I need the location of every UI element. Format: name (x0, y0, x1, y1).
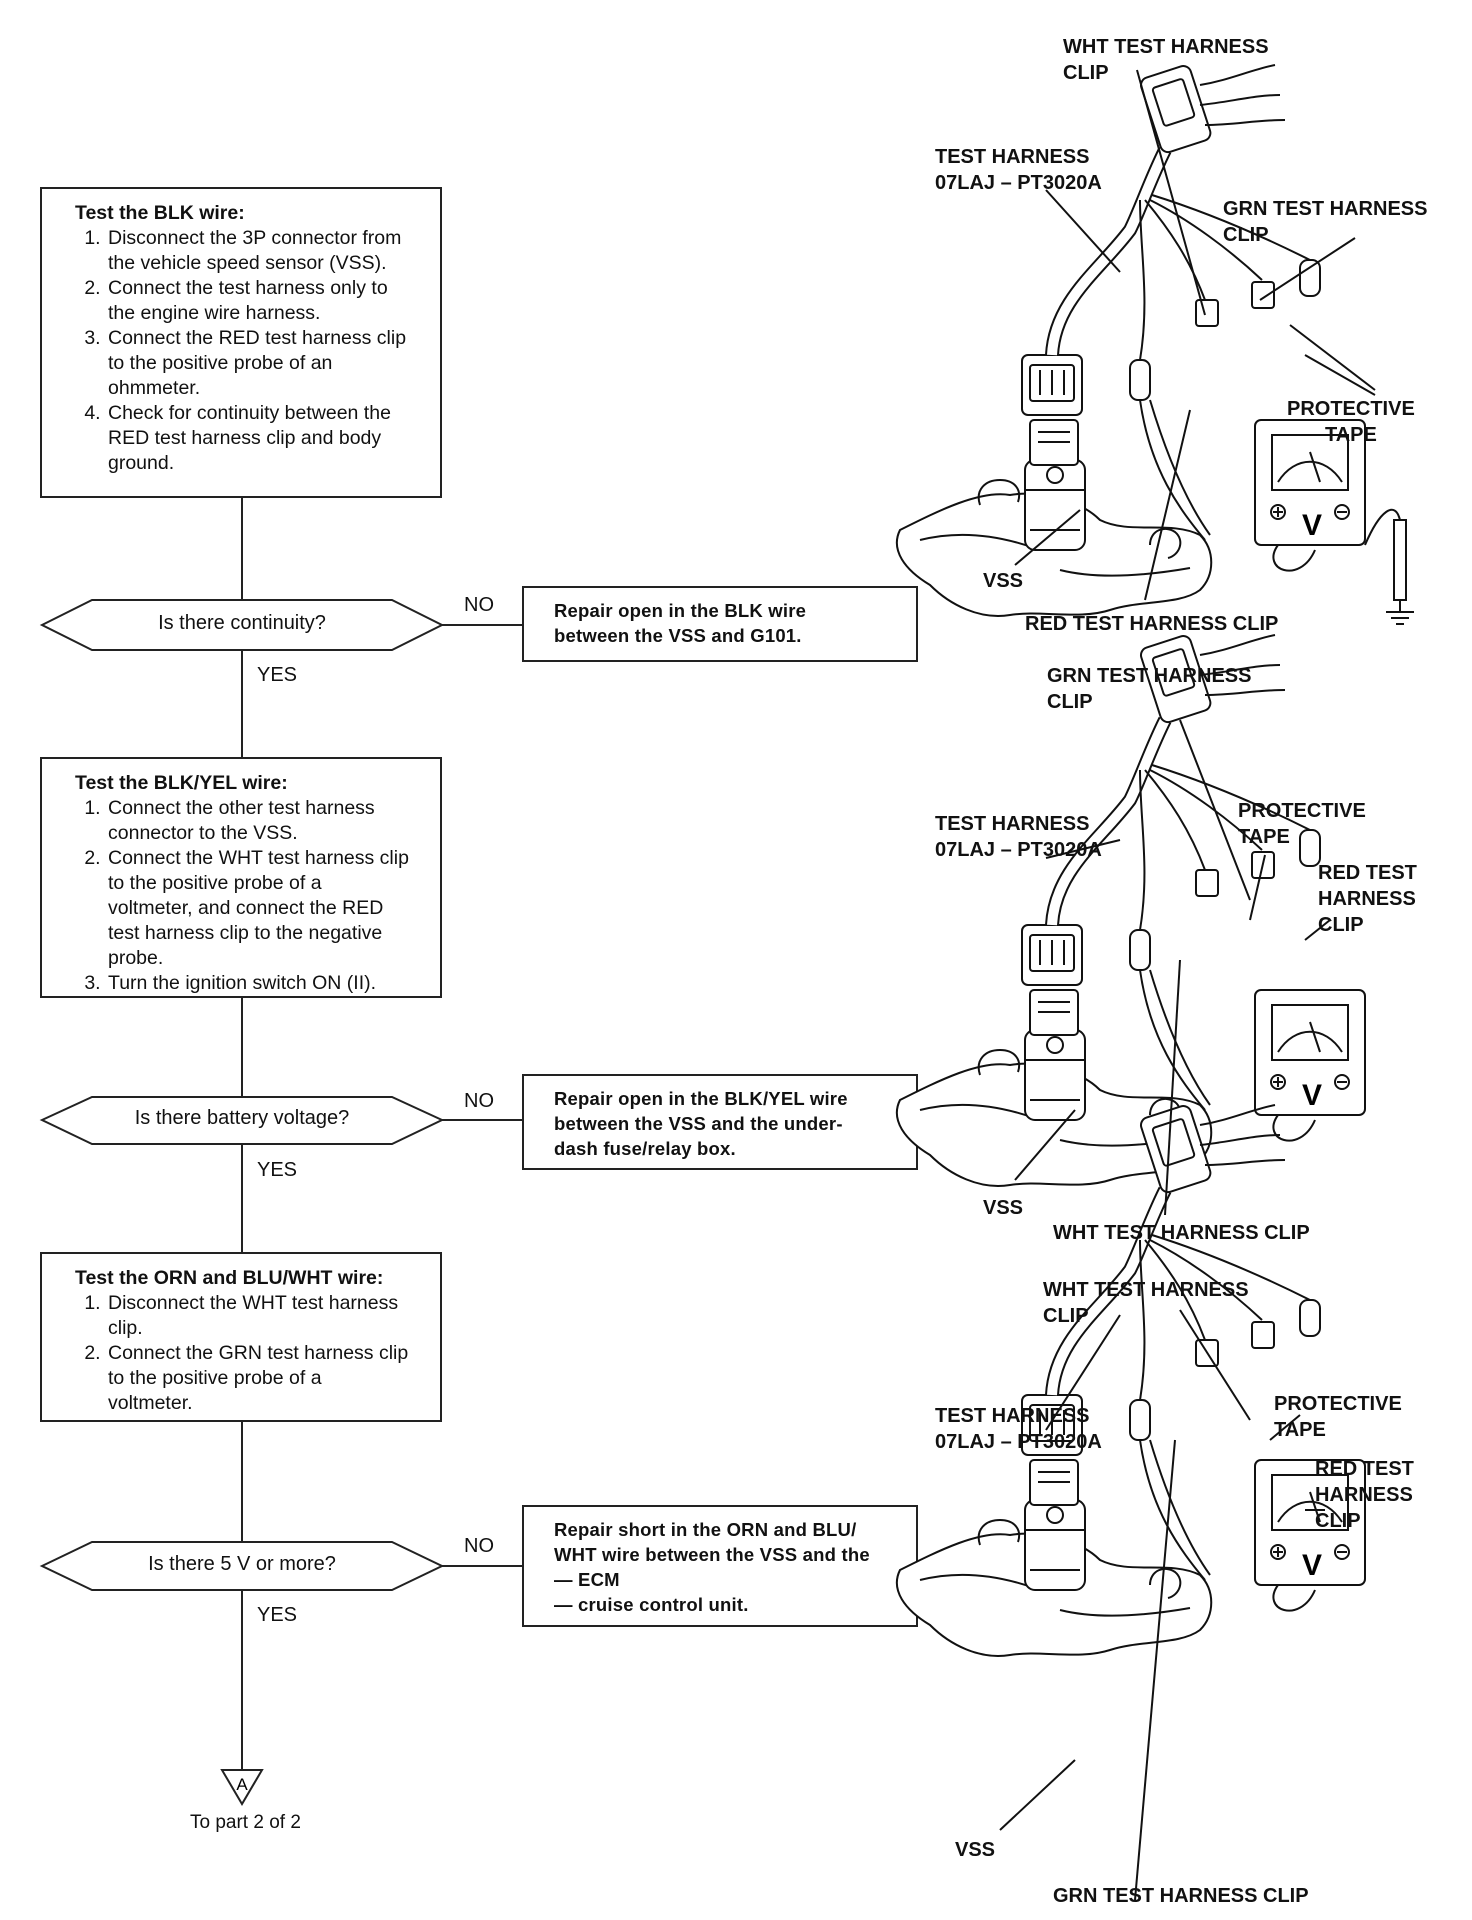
step-item: Check for continuity between the RED tes… (106, 401, 410, 476)
step-item: Connect the WHT test harness clip to the… (106, 846, 410, 971)
label-right-a: GRN TEST HARNESS CLIP (1223, 196, 1427, 248)
label-right-a: PROTECTIVE TAPE (1274, 1391, 1402, 1443)
figure-3-illustration (897, 1104, 1365, 1656)
result-line: dash fuse/relay box. (554, 1138, 736, 1159)
question-continuity: Is there continuity? (158, 612, 326, 634)
label-line: TEST HARNESS (935, 1405, 1090, 1427)
step-item: Connect the test harness only to the eng… (106, 276, 410, 326)
meter-symbol: V (1302, 1549, 1322, 1582)
result-box-repair-blk-yel: Repair open in the BLK/YEL wire between … (522, 1074, 918, 1170)
label-line: CLIP (1318, 914, 1364, 936)
step-box-blk-yel-wire: Test the BLK/YEL wire: Connect the other… (40, 757, 442, 998)
step-item: Turn the ignition switch ON (II). (106, 971, 410, 996)
label-line: HARNESS (1318, 888, 1416, 910)
label-line: PROTECTIVE (1287, 398, 1415, 420)
label-sensor: VSS (983, 570, 1024, 592)
step-item: Disconnect the WHT test harness clip. (106, 1291, 410, 1341)
ground-symbol-icon (1386, 600, 1414, 625)
yes-label: YES (257, 664, 298, 686)
step-item: Connect the GRN test harness clip to the… (106, 1341, 410, 1416)
label-line: 07LAJ – PT3020A (935, 839, 1102, 861)
step-box-orn-blu-wht-wire: Test the ORN and BLU/WHT wire: Disconnec… (40, 1252, 442, 1422)
label-right-b: RED TEST HARNESS CLIP (1318, 860, 1417, 938)
no-label: NO (464, 594, 494, 616)
label-line: TEST HARNESS (935, 146, 1090, 168)
figure-1-leaders (1014, 69, 1376, 601)
label-bottom-clip: RED TEST HARNESS CLIP (1025, 613, 1279, 635)
label-line: TAPE (1324, 424, 1377, 446)
label-line: RED TEST (1318, 862, 1417, 884)
no-label: NO (464, 1090, 494, 1112)
step-list: Disconnect the 3P connector from the veh… (76, 226, 410, 476)
step-item: Disconnect the 3P connector from the veh… (106, 226, 410, 276)
label-test-harness: TEST HARNESS 07LAJ – PT3020A (935, 144, 1102, 196)
label-line: CLIP (1047, 691, 1093, 713)
label-line: 07LAJ – PT3020A (935, 1431, 1102, 1453)
label-line: WHT TEST HARNESS (1043, 1279, 1249, 1301)
result-box-repair-short: Repair short in the ORN and BLU/ WHT wir… (522, 1505, 918, 1627)
offpage-connector-triangle (220, 1769, 264, 1806)
meter-symbol: V (1302, 509, 1322, 542)
label-top-clip: WHT TEST HARNESS CLIP (1063, 34, 1269, 86)
label-top-clip: WHT TEST HARNESS CLIP (1043, 1277, 1249, 1329)
result-line: WHT wire between the VSS and the (554, 1544, 870, 1565)
label-right-b: RED TEST HARNESS CLIP (1315, 1456, 1414, 1534)
label-right-b: PROTECTIVE TAPE (1287, 396, 1415, 448)
label-sensor: VSS (955, 1839, 996, 1861)
label-line: CLIP (1223, 224, 1269, 246)
label-line: WHT TEST HARNESS (1063, 36, 1269, 58)
label-line: CLIP (1063, 62, 1109, 84)
label-bottom-clip: WHT TEST HARNESS CLIP (1053, 1222, 1310, 1244)
label-line: HARNESS (1315, 1484, 1413, 1506)
result-box-repair-blk: Repair open in the BLK wire between the … (522, 586, 918, 662)
step-list: Disconnect the WHT test harness clip. Co… (76, 1291, 410, 1416)
result-line: Repair short in the ORN and BLU/ (554, 1519, 857, 1540)
step-box-blk-wire: Test the BLK wire: Disconnect the 3P con… (40, 187, 442, 498)
result-line: Repair open in the BLK/YEL wire (554, 1088, 848, 1109)
step-list: Connect the other test harness connector… (76, 796, 410, 996)
figure-2-illustration (897, 634, 1365, 1186)
label-line: TAPE (1274, 1419, 1326, 1441)
label-top-clip: GRN TEST HARNESS CLIP (1047, 663, 1251, 715)
figure-2-leaders (1014, 719, 1331, 1216)
label-sensor: VSS (983, 1197, 1024, 1219)
label-line: CLIP (1315, 1510, 1361, 1532)
result-line: between the VSS and the under- (554, 1113, 843, 1134)
step-title: Test the BLK wire: (75, 202, 245, 224)
label-bottom-clip: GRN TEST HARNESS CLIP (1053, 1885, 1309, 1907)
label-test-harness: TEST HARNESS 07LAJ – PT3020A (935, 811, 1102, 863)
result-line: — ECM (554, 1569, 620, 1590)
result-line: Repair open in the BLK wire (554, 600, 807, 621)
label-line: GRN TEST HARNESS (1047, 665, 1252, 687)
label-line: TEST HARNESS (935, 813, 1090, 835)
label-line: RED TEST (1315, 1458, 1414, 1480)
label-line: PROTECTIVE (1238, 800, 1366, 822)
label-line: PROTECTIVE (1274, 1393, 1402, 1415)
label-right-a: PROTECTIVE TAPE (1238, 798, 1366, 850)
result-line: between the VSS and G101. (554, 625, 802, 646)
label-line: 07LAJ – PT3020A (935, 172, 1102, 194)
no-label: NO (464, 1535, 494, 1557)
meter-symbol: V (1302, 1079, 1322, 1112)
figure-3-leaders (999, 1309, 1325, 1901)
step-item: Connect the other test harness connector… (106, 796, 410, 846)
label-line: GRN TEST HARNESS (1223, 198, 1428, 220)
question-battery-voltage: Is there battery voltage? (134, 1107, 350, 1129)
offpage-connector-letter: A (236, 1775, 248, 1794)
question-5v: Is there 5 V or more? (148, 1553, 336, 1575)
step-item: Connect the RED test harness clip to the… (106, 326, 410, 401)
result-line: — cruise control unit. (554, 1594, 749, 1615)
ground-probe (1393, 519, 1407, 601)
step-title: Test the ORN and BLU/WHT wire: (75, 1267, 384, 1289)
yes-label: YES (257, 1604, 298, 1626)
offpage-connector-label: To part 2 of 2 (190, 1812, 301, 1833)
label-test-harness: TEST HARNESS 07LAJ – PT3020A (935, 1403, 1102, 1455)
label-line: TAPE (1238, 826, 1290, 848)
step-title: Test the BLK/YEL wire: (75, 772, 288, 794)
yes-label: YES (257, 1159, 298, 1181)
label-line: CLIP (1043, 1305, 1089, 1327)
